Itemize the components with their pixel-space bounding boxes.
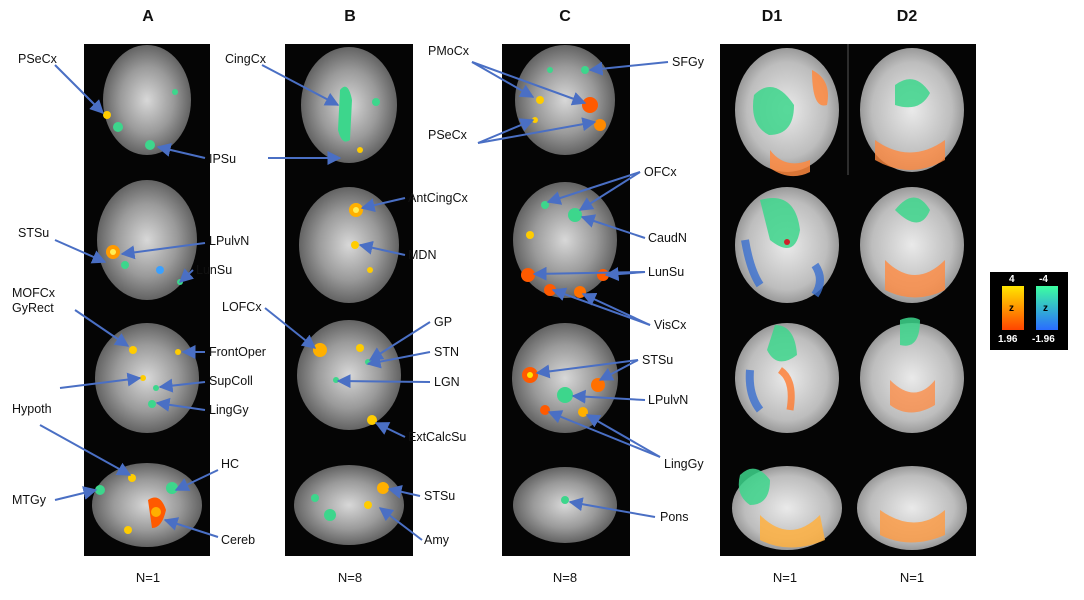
label-a-hypoth: Hypoth [12, 402, 52, 416]
label-c-psecx: PSeCx [428, 128, 467, 142]
label-a-gyrect: GyRect [12, 301, 54, 315]
column-c-title: C [559, 8, 571, 25]
label-a-psecx: PSeCx [18, 52, 57, 66]
label-c-pons: Pons [660, 510, 689, 524]
label-a-mofcx: MOFCx [12, 286, 56, 300]
column-a-n: N=1 [135, 570, 161, 585]
label-a-stsu: STSu [18, 226, 50, 240]
label-c-stsu: STSu [642, 353, 674, 367]
label-b-antcingcx: AntCingCx [408, 191, 468, 205]
label-a-frontoper: FrontOper [209, 345, 266, 359]
label-c-linggy: LingGy [664, 457, 704, 471]
column-c-n: N=8 [552, 570, 578, 585]
column-d2-title: D2 [896, 8, 918, 25]
label-c-ofcx: OFCx [644, 165, 677, 179]
label-a-supcoll: SupColl [209, 374, 253, 388]
label-c-caudn: CaudN [648, 231, 687, 245]
column-d2-n: N=1 [899, 570, 925, 585]
label-b-lgn: LGN [434, 375, 460, 389]
label-c-sfgy: SFGy [672, 55, 704, 69]
label-b-amy: Amy [424, 533, 449, 547]
label-b-extcalcsu: ExtCalcSu [408, 430, 467, 444]
column-b-title: B [344, 8, 356, 25]
panel-a [84, 44, 210, 556]
label-a-lunsu: LunSu [196, 263, 233, 277]
label-a-hc: HC [221, 457, 240, 471]
colorbar-gradients [1002, 286, 1058, 330]
label-c-pmocx: PMoCx [428, 44, 469, 58]
label-a-linggy: LingGy [209, 403, 249, 417]
colorbar-unit-pos: z [1009, 303, 1014, 314]
label-b-cingcx: CingCx [225, 52, 266, 66]
colorbar-neg-max: -4 [1039, 274, 1048, 285]
panel-c [502, 44, 630, 556]
colorbar-neg-min: -1.96 [1032, 334, 1055, 345]
label-b-stsu: STSu [424, 489, 456, 503]
column-d1-n: N=1 [772, 570, 798, 585]
column-d1-title: D1 [761, 8, 783, 25]
label-a-ipsu: IPSu [209, 152, 237, 166]
label-c-lunsu: LunSu [648, 265, 685, 279]
colorbar-pos-max: 4 [1009, 274, 1015, 285]
colorbar-unit-neg: z [1043, 303, 1048, 314]
label-a-cereb: Cereb [221, 533, 256, 547]
z-colorbar: 4 -4 z z 1.96 -1.96 [990, 272, 1068, 350]
label-b-lofcx: LOFCx [222, 300, 262, 314]
column-a-title: A [142, 8, 154, 25]
label-b-stn: STN [434, 345, 459, 359]
panel-d [720, 44, 976, 556]
panel-b [285, 44, 413, 556]
colorbar-pos-min: 1.96 [998, 334, 1018, 345]
label-a-lpulvn: LPulvN [209, 234, 250, 248]
label-b-gp: GP [434, 315, 453, 329]
column-b-n: N=8 [337, 570, 363, 585]
label-c-lpulvn: LPulvN [648, 393, 689, 407]
label-c-viscx: VisCx [654, 318, 687, 332]
label-a-mtgy: MTGy [12, 493, 47, 507]
label-b-mdn: MDN [408, 248, 437, 262]
